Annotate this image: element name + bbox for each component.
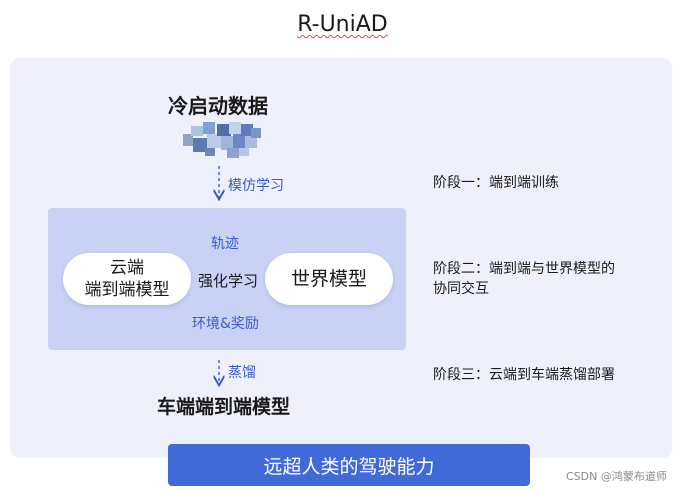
- cloud-label: 云端: [110, 257, 144, 279]
- distillation-label: 蒸馏: [228, 362, 256, 382]
- cloud-e2e-model-node: 云端 端到端模型: [63, 253, 191, 305]
- world-model-label: 世界模型: [291, 268, 367, 290]
- stage-3: 阶段三：云端到车端蒸馏部署: [433, 365, 615, 385]
- goal-banner: 远超人类的驾驶能力: [168, 444, 530, 486]
- trajectory-label: 轨迹: [211, 233, 239, 253]
- world-model-node: 世界模型: [265, 253, 393, 305]
- stage-1: 阶段一：端到端训练: [433, 173, 559, 193]
- stage-2-text-line1: 阶段二：端到端与世界模型的: [433, 259, 615, 279]
- stage-1-text: 阶段一：端到端训练: [433, 173, 559, 193]
- stage-2: 阶段二：端到端与世界模型的 协同交互: [433, 259, 615, 299]
- watermark: CSDN @鸿蒙布道师: [566, 468, 667, 484]
- env-reward-label: 环境&奖励: [192, 313, 259, 333]
- imitation-learning-label: 模仿学习: [228, 175, 284, 195]
- e2e-model-label: 端到端模型: [85, 279, 170, 301]
- reinforcement-learning-label: 强化学习: [198, 270, 258, 291]
- stage-2-text-line2: 协同交互: [433, 279, 615, 299]
- stage-3-text: 阶段三：云端到车端蒸馏部署: [433, 365, 615, 385]
- goal-label: 远超人类的驾驶能力: [263, 452, 434, 479]
- vehicle-e2e-model-label: 车端端到端模型: [157, 392, 290, 419]
